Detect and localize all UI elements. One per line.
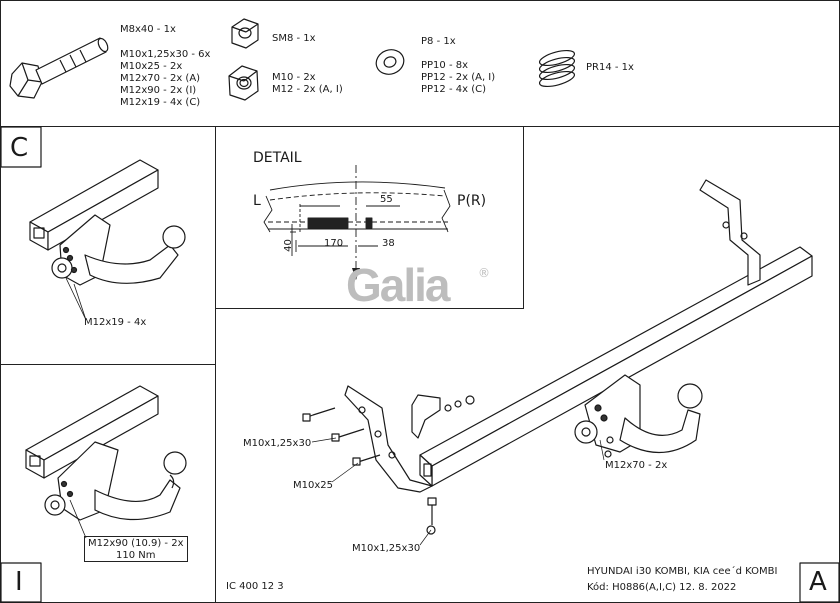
- panel-i-letter: I: [15, 567, 23, 597]
- spring-pr14-label: PR14 - 1x: [586, 62, 634, 73]
- nut-sm8-label: SM8 - 1x: [272, 33, 316, 44]
- galia-logo-mark: ®: [478, 266, 490, 280]
- bolt-m10x125x30-label: M10x1,25x30 - 6x: [120, 49, 211, 60]
- vehicle-title: HYUNDAI i30 KOMBI, KIA cee´d KOMBI: [587, 566, 778, 577]
- washer-p8-label: P8 - 1x: [421, 36, 456, 47]
- bolt-m12x19-label: M12x19 - 4x (C): [120, 97, 201, 108]
- detail-drawing: [263, 165, 451, 280]
- panel-i-callout-line2: 110 Nm: [116, 550, 156, 561]
- detail-title: DETAIL: [253, 150, 302, 166]
- bolt-m10x25-label: M10x25 - 2x: [120, 61, 183, 72]
- detail-frame: [215, 126, 524, 309]
- callout-m10x125x30-top: M10x1,25x30: [243, 438, 312, 449]
- callout-m12x70: M12x70 - 2x: [605, 460, 668, 471]
- bolt-icon: [9, 37, 109, 99]
- spring-washer-icon: [538, 49, 576, 88]
- hex-nut-icon: [228, 65, 259, 101]
- callout-m10x25: M10x25: [293, 480, 333, 491]
- nut-m10-label: M10 - 2x: [272, 72, 316, 83]
- detail-left-label: L: [253, 193, 261, 209]
- panel-c-callout: M12x19 - 4x: [84, 317, 147, 328]
- bolt-m12x90-label: M12x90 - 2x (I): [120, 85, 197, 96]
- detail-right-label: P(R): [457, 193, 487, 209]
- detail-dim-40: 40: [282, 239, 294, 252]
- panel-i-callout-line1: M12x90 (10.9) - 2x: [88, 538, 184, 549]
- washer-pp12-c-label: PP12 - 4x (C): [421, 84, 486, 95]
- detail-dim-170: 170: [324, 238, 344, 249]
- main-hitch-drawing: [302, 179, 813, 546]
- panel-c-letter: C: [10, 133, 29, 163]
- panel-a-letter: A: [809, 567, 827, 597]
- callout-m10x125x30-bottom: M10x1,25x30: [352, 543, 421, 554]
- bolt-m12x70-label: M12x70 - 2x (A): [120, 73, 201, 84]
- panel-i-hitch-drawing: [25, 385, 187, 539]
- washer-pp10-label: PP10 - 8x: [421, 60, 469, 71]
- sm8-nut-icon: [231, 18, 259, 49]
- nut-m12-label: M12 - 2x (A, I): [272, 84, 343, 95]
- washer-pp12-ai-label: PP12 - 2x (A, I): [421, 72, 496, 83]
- drawing-code: IC 400 12 3: [226, 581, 284, 592]
- panel-c-hitch-drawing: [29, 159, 186, 321]
- panel-i-callout-box: [84, 536, 188, 562]
- bolt-m8x40-label: M8x40 - 1x: [120, 24, 176, 35]
- detail-dim-55: 55: [380, 194, 393, 205]
- washer-icon: [375, 49, 405, 75]
- detail-dim-38: 38: [382, 238, 395, 249]
- galia-logo: Galia: [346, 259, 451, 311]
- kod-line: Kód: H0886(A,I,C) 12. 8. 2022: [587, 582, 737, 593]
